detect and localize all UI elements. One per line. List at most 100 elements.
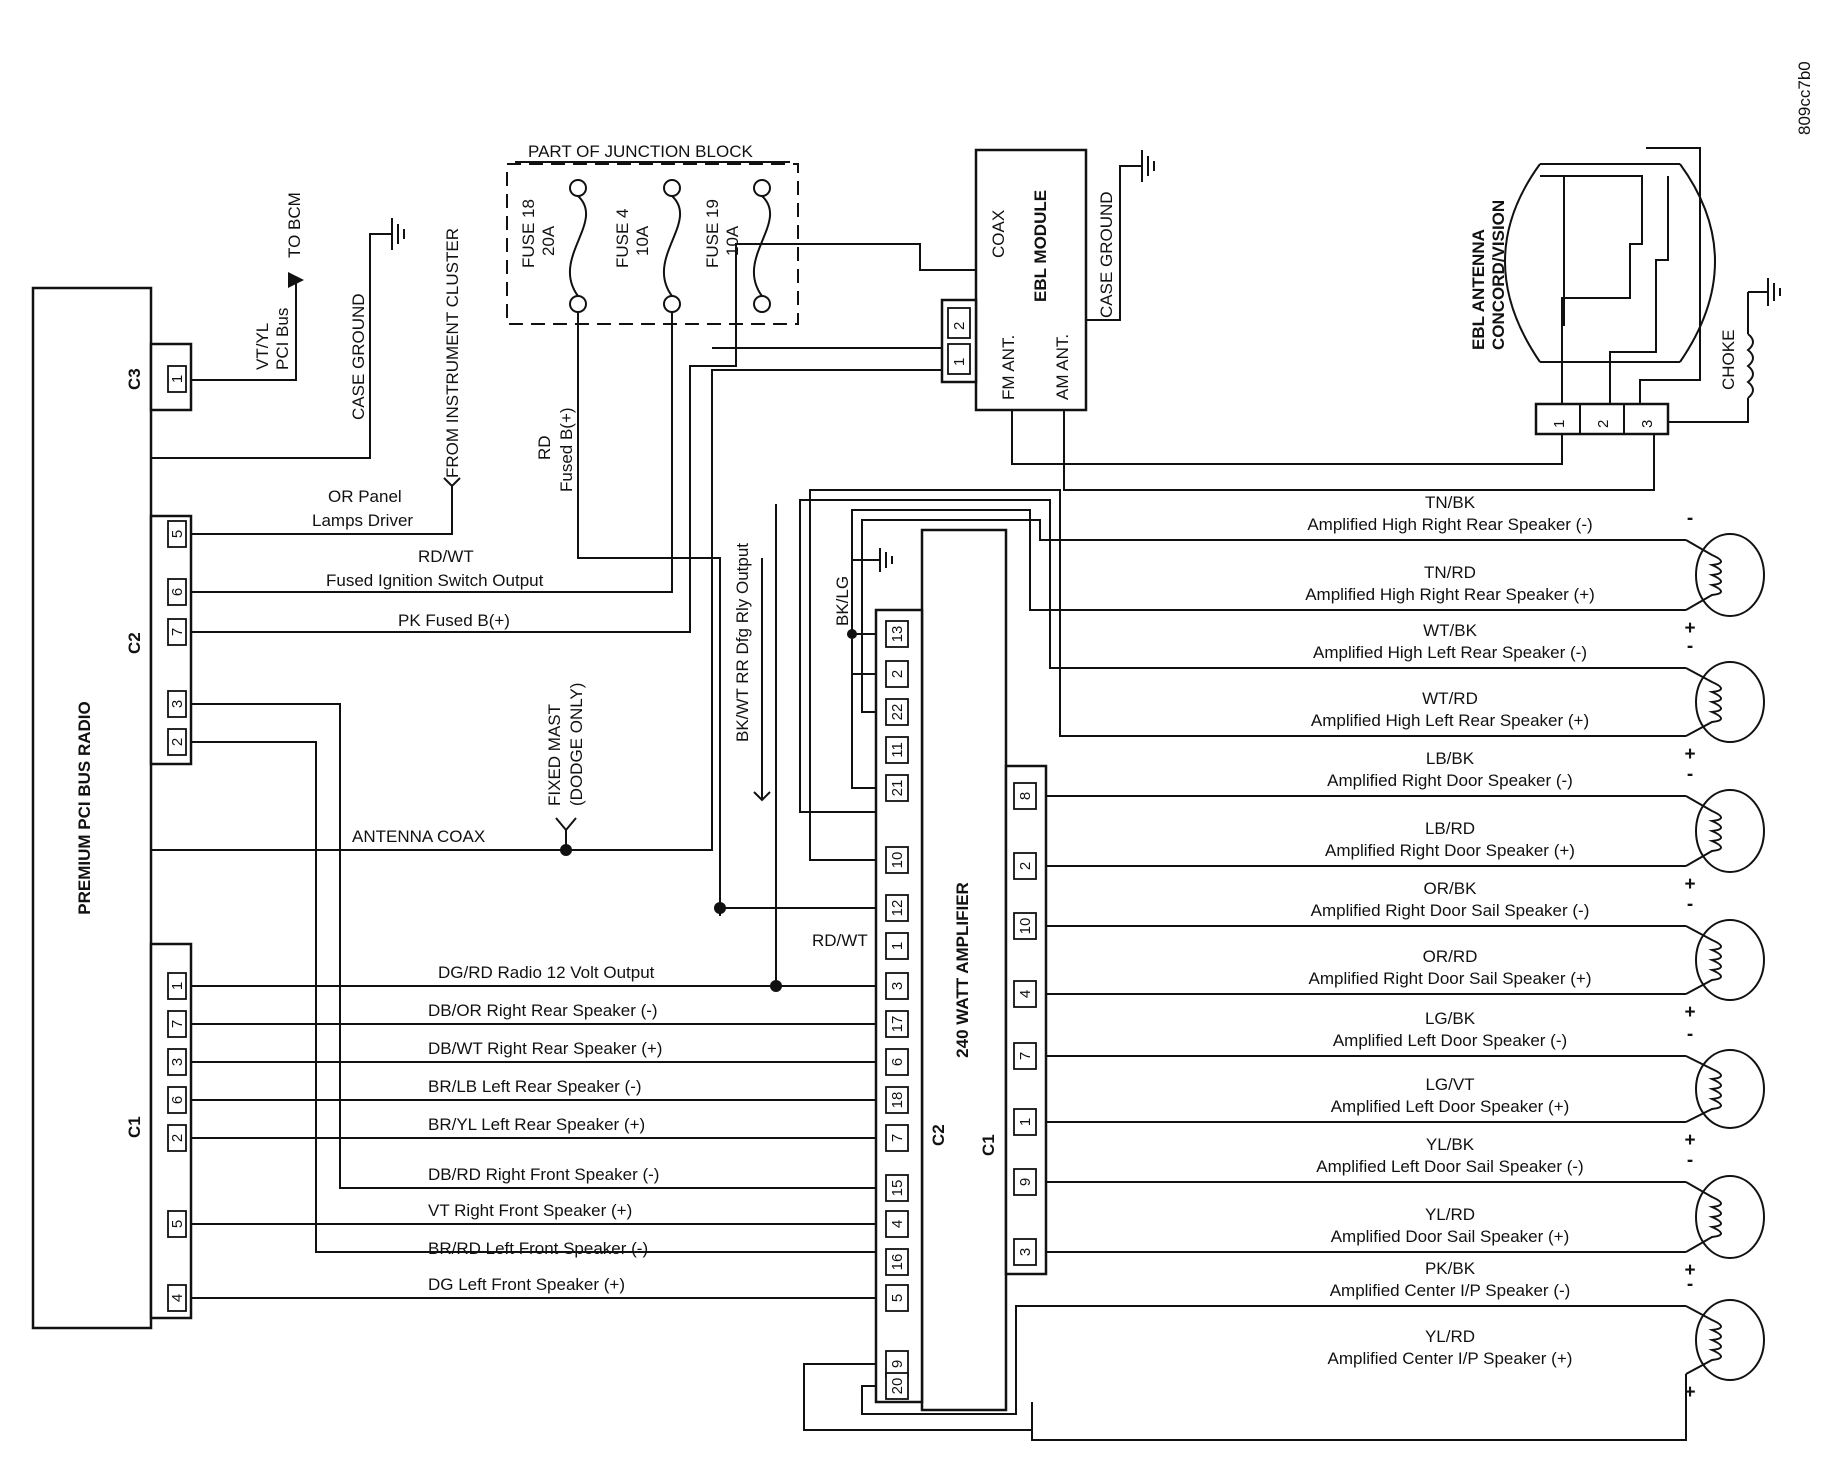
svg-text:2: 2: [1017, 862, 1034, 870]
junction-block: PART OF JUNCTION BLOCK: [506, 142, 799, 325]
ground-icon: [879, 548, 893, 572]
ground-icon: [391, 218, 405, 250]
radio-c2-pin: 6: [167, 578, 187, 606]
svg-text:5: 5: [169, 1220, 186, 1228]
c1-circuit-label: DB/WT Right Rear Speaker (+): [428, 1039, 662, 1058]
amp-c2-pin: 13: [885, 620, 909, 648]
ebl-am-label: AM ANT.: [1053, 334, 1072, 400]
plus-sign: +: [1684, 1260, 1695, 1281]
radio-c1-pin: 6: [167, 1086, 187, 1114]
radio-c1-pin: 7: [167, 1010, 187, 1038]
svg-text:8: 8: [1017, 792, 1034, 800]
amp-c2-pin: 15: [885, 1174, 909, 1202]
fuse-name: FUSE 19: [703, 199, 722, 268]
svg-text:9: 9: [889, 1360, 906, 1368]
fixed-mast: FIXED MAST (DODGE ONLY) ANTENNA COAX: [352, 683, 586, 856]
output-code: WT/BK: [1423, 621, 1477, 640]
svg-text:3: 3: [169, 700, 186, 708]
svg-text:3: 3: [169, 1058, 186, 1066]
output-code: WT/RD: [1422, 689, 1478, 708]
svg-text:9: 9: [1017, 1178, 1034, 1186]
c1-circuit-label: VT Right Front Speaker (+): [428, 1201, 632, 1220]
c1-circuit: DG Left Front Speaker (+): [191, 1275, 876, 1299]
output-desc: Amplified Left Door Sail Speaker (-): [1316, 1157, 1583, 1176]
rd-label: RD: [535, 435, 554, 460]
ebl-antenna: EBL ANTENNA CONCORD/VISION 1 2 3 CHOKE: [1469, 147, 1781, 436]
c1-circuit: VT Right Front Speaker (+): [191, 1201, 876, 1225]
c1-circuit-label: DB/OR Right Rear Speaker (-): [428, 1001, 658, 1020]
or-panel-label: OR Panel: [328, 487, 402, 506]
ebl-pin-1: 1: [951, 358, 968, 366]
amp-c2-pin: 11: [885, 736, 909, 764]
amp-c2-pin: 18: [885, 1086, 909, 1114]
fixed-mast-label: FIXED MAST: [545, 704, 564, 806]
svg-text:7: 7: [889, 1134, 906, 1142]
output-desc: Amplified Right Door Sail Speaker (-): [1311, 901, 1590, 920]
ebl-fm-label: FM ANT.: [999, 335, 1018, 400]
svg-text:4: 4: [889, 1220, 906, 1228]
amp-c1-pin: 1: [1013, 1108, 1037, 1136]
c1-circuit: BR/LB Left Rear Speaker (-): [191, 1077, 876, 1101]
minus-sign: -: [1687, 894, 1693, 915]
amp-c2-pin: 12: [885, 894, 909, 922]
minus-sign: -: [1687, 1150, 1693, 1171]
bk-lg-label: BK/LG: [833, 576, 852, 626]
amp-c2-pin: 6: [885, 1048, 909, 1076]
speaker-icon: [1685, 661, 1765, 743]
svg-text:21: 21: [889, 780, 906, 797]
amp-c2-pin: 20: [885, 1372, 909, 1400]
fuse-name: FUSE 4: [613, 208, 632, 268]
c1-circuit: DB/WT Right Rear Speaker (+): [191, 1039, 876, 1063]
svg-text:16: 16: [889, 1254, 906, 1271]
svg-text:20: 20: [889, 1378, 906, 1395]
plus-sign: +: [1684, 1130, 1695, 1151]
ground-icon: [1767, 278, 1781, 306]
svg-text:10: 10: [1017, 918, 1034, 935]
amp-c1-pin: 8: [1013, 782, 1037, 810]
radio-c3-pins: 1: [167, 365, 187, 393]
c1-circuit-label: BR/LB Left Rear Speaker (-): [428, 1077, 642, 1096]
fuse-rating: 20A: [539, 225, 558, 256]
radio-c2-pin: 2: [167, 728, 187, 756]
speaker-icon: [1685, 789, 1765, 873]
speaker-icon: [1685, 1175, 1765, 1259]
choke-label: CHOKE: [1719, 330, 1738, 390]
c1-circuit-label: DG/RD Radio 12 Volt Output: [438, 963, 655, 982]
amp-c2-pin: 5: [885, 1284, 909, 1312]
svg-text:2: 2: [169, 738, 186, 746]
output-desc: Amplified Center I/P Speaker (+): [1328, 1349, 1573, 1368]
radio-c2-pin: 5: [167, 520, 187, 548]
radio-c2-pin: 3: [167, 690, 187, 718]
svg-text:17: 17: [889, 1016, 906, 1033]
svg-text:7: 7: [1017, 1052, 1034, 1060]
ground-icon: [1141, 150, 1155, 182]
output-code: YL/RD: [1425, 1205, 1475, 1224]
dodge-only-label: (DODGE ONLY): [567, 683, 586, 806]
amp-c2-pin: 1: [885, 932, 909, 960]
output-code: LB/BK: [1426, 749, 1475, 768]
c1-circuit-label: BR/YL Left Rear Speaker (+): [428, 1115, 645, 1134]
antenna-title: EBL ANTENNA: [1469, 229, 1488, 350]
output-desc: Amplified Right Door Speaker (+): [1325, 841, 1575, 860]
svg-text:3: 3: [889, 982, 906, 990]
ebl-pin-2: 2: [951, 322, 968, 330]
svg-text:6: 6: [889, 1058, 906, 1066]
amp-c1-label: C1: [979, 1134, 998, 1156]
ebl-coax-label: COAX: [989, 210, 1008, 258]
output-code: TN/RD: [1424, 563, 1476, 582]
radio-c2-label: C2: [125, 632, 144, 654]
radio-c1-pin: 2: [167, 1124, 187, 1152]
case-ground-label: CASE GROUND: [349, 293, 368, 420]
svg-text:2: 2: [889, 670, 906, 678]
